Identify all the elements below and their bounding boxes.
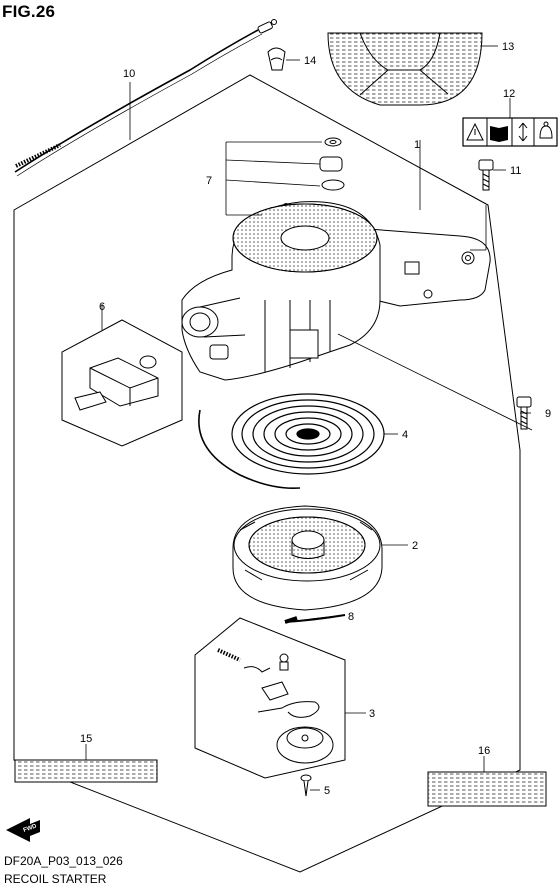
callout-4: 4 bbox=[402, 429, 408, 441]
leader-lines bbox=[85, 45, 533, 791]
callout-3: 3 bbox=[369, 708, 375, 720]
callout-numbers: 1 2 3 4 5 6 7 8 9 10 11 12 13 14 15 16 bbox=[80, 41, 551, 797]
hand-pull-icon bbox=[539, 121, 553, 139]
part-1-starter-case bbox=[181, 201, 491, 381]
callout-15: 15 bbox=[80, 733, 92, 745]
callout-7: 7 bbox=[206, 175, 212, 187]
part-6-outline bbox=[61, 319, 183, 447]
callout-16: 16 bbox=[478, 745, 490, 757]
callout-6: 6 bbox=[99, 301, 105, 313]
part-3-pawl-kit bbox=[217, 648, 334, 764]
part-16-label bbox=[427, 771, 547, 807]
forward-label: FWD bbox=[23, 823, 39, 834]
diagram-code: DF20A_P03_013_026 bbox=[4, 854, 123, 868]
part-14-clip bbox=[267, 47, 286, 71]
part-11-bolt bbox=[478, 159, 494, 191]
part-9-bolt bbox=[516, 396, 532, 430]
part-4-spiral-spring bbox=[198, 393, 385, 490]
part-3-outline bbox=[194, 617, 346, 779]
assembly-outline bbox=[13, 74, 521, 873]
callout-5: 5 bbox=[324, 785, 330, 797]
forward-arrow-icon: FWD bbox=[6, 818, 40, 842]
callout-11: 11 bbox=[510, 165, 521, 177]
callout-14: 14 bbox=[304, 55, 316, 67]
callout-12: 12 bbox=[503, 88, 515, 100]
part-13-pad bbox=[327, 32, 483, 106]
callout-2: 2 bbox=[412, 540, 418, 552]
diagram-name: RECOIL STARTER bbox=[4, 872, 107, 886]
warning-triangle-icon bbox=[466, 122, 484, 141]
part-12-warning-label bbox=[462, 117, 558, 147]
part-15-label bbox=[14, 759, 158, 783]
part-10-cable bbox=[14, 19, 277, 177]
callout-10: 10 bbox=[123, 68, 135, 80]
callout-9: 9 bbox=[545, 408, 551, 420]
part-6-handle bbox=[74, 355, 159, 411]
figure-title: FIG.26 bbox=[2, 2, 56, 21]
callout-13: 13 bbox=[502, 41, 514, 53]
part-2-reel bbox=[232, 505, 383, 611]
manual-book-icon bbox=[490, 126, 508, 142]
part-5-screw bbox=[300, 774, 312, 797]
callout-1: 1 bbox=[414, 139, 420, 151]
callout-8: 8 bbox=[348, 611, 354, 623]
up-down-arrow-icon bbox=[518, 122, 528, 142]
